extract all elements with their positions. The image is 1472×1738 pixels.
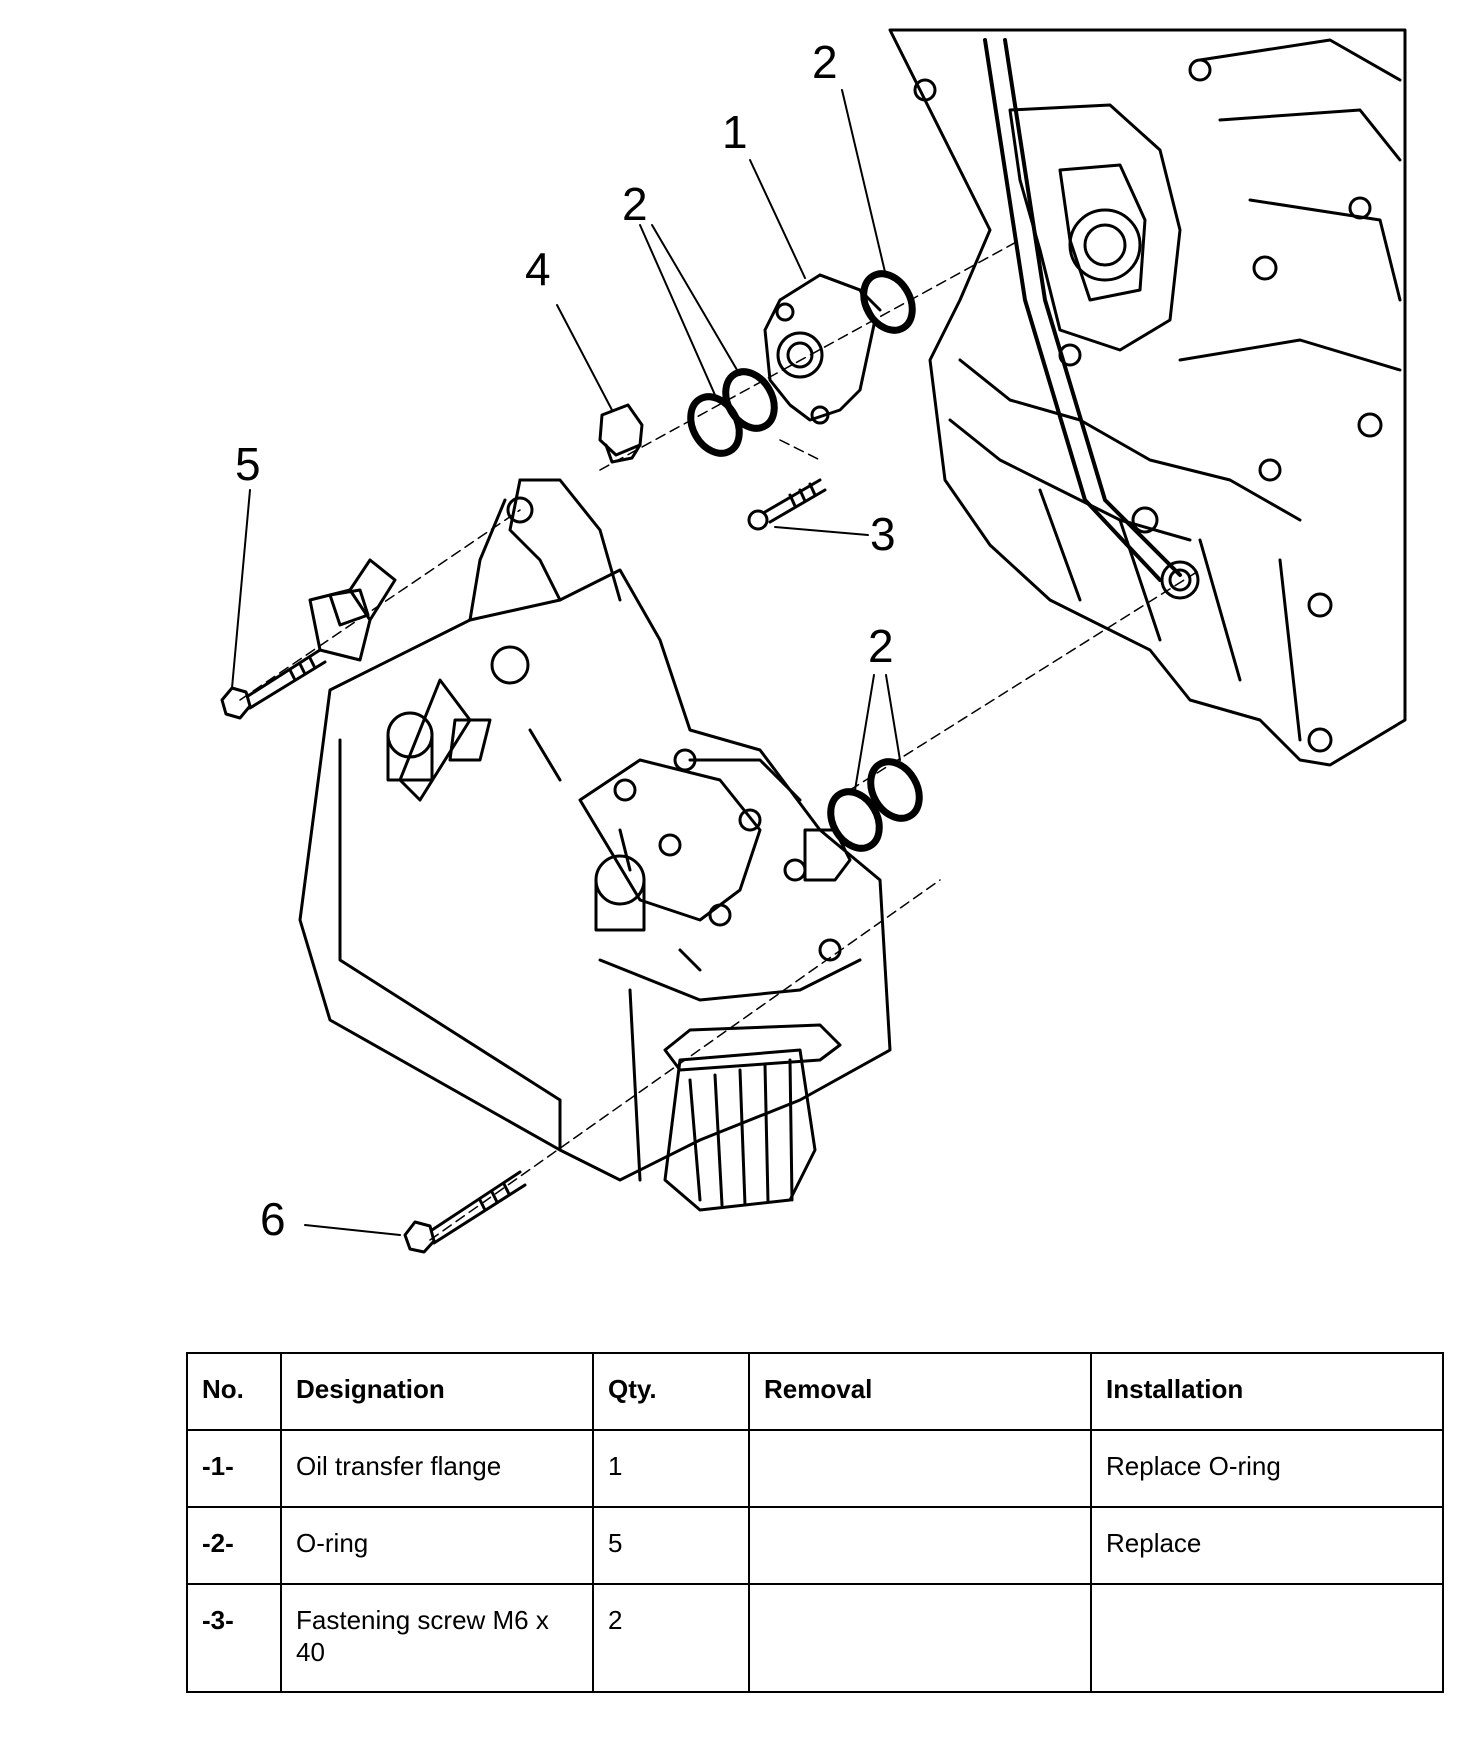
header-installation: Installation — [1090, 1352, 1444, 1431]
callout-2-right: 2 — [812, 36, 838, 88]
cell-no: -1- — [186, 1429, 282, 1508]
oil-filter-housing — [298, 478, 892, 1212]
table-header-row: No. Designation Qty. Removal Installatio… — [186, 1352, 1444, 1431]
header-designation: Designation — [280, 1352, 594, 1431]
o-rings — [687, 270, 923, 852]
leader-lines — [231, 89, 901, 1236]
callout-6: 6 — [260, 1193, 286, 1245]
cell-designation: Oil transfer flange — [280, 1429, 594, 1508]
cell-designation: O-ring — [280, 1506, 594, 1585]
cell-no: -2- — [186, 1506, 282, 1585]
table-row: -1- Oil transfer flange 1 Replace O-ring — [186, 1429, 1444, 1508]
callout-5: 5 — [235, 438, 261, 490]
cell-removal — [748, 1429, 1092, 1508]
bolt-long — [220, 588, 370, 720]
plug — [598, 403, 644, 464]
cell-removal — [748, 1583, 1092, 1693]
callout-4: 4 — [525, 243, 551, 295]
oil-transfer-flange — [763, 273, 882, 425]
assembly-axes — [239, 239, 1201, 1241]
callout-2-left: 2 — [622, 178, 648, 230]
callout-2-lower: 2 — [868, 620, 894, 672]
screw-m6 — [747, 478, 827, 531]
cell-installation: Replace O-ring — [1090, 1429, 1444, 1508]
cell-qty: 5 — [592, 1506, 750, 1585]
cell-installation — [1090, 1583, 1444, 1693]
bolt-bottom — [403, 1170, 527, 1254]
cell-qty: 2 — [592, 1583, 750, 1693]
cell-installation: Replace — [1090, 1506, 1444, 1585]
callout-1: 1 — [722, 106, 748, 158]
header-no: No. — [186, 1352, 282, 1431]
callout-3: 3 — [870, 508, 896, 560]
parts-table: No. Designation Qty. Removal Installatio… — [186, 1352, 1444, 1693]
header-qty: Qty. — [592, 1352, 750, 1431]
table-row: -2- O-ring 5 Replace — [186, 1506, 1444, 1585]
cell-qty: 1 — [592, 1429, 750, 1508]
cell-no: -3- — [186, 1583, 282, 1693]
header-removal: Removal — [748, 1352, 1092, 1431]
cell-removal — [748, 1506, 1092, 1585]
exploded-view-diagram: 1 2 2 2 3 4 5 6 — [220, 28, 1407, 1254]
cell-designation: Fastening screw M6 x 40 — [280, 1583, 594, 1693]
engine-block — [888, 28, 1407, 767]
table-row: -3- Fastening screw M6 x 40 2 — [186, 1583, 1444, 1693]
